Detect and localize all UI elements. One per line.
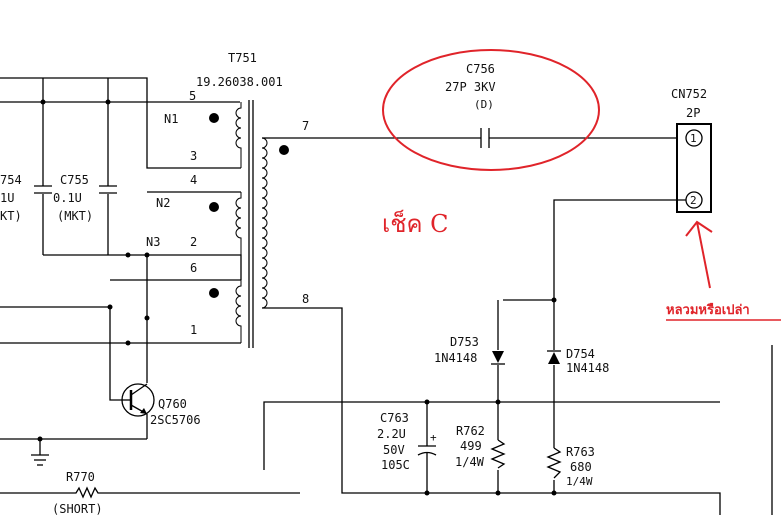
- c763-voltage: 50V: [383, 443, 405, 457]
- connector-cn752: CN752 2P 1 2: [671, 87, 712, 213]
- n1-label: N1: [164, 112, 178, 126]
- check-c-annotation: เช็ค C: [382, 209, 449, 238]
- r762-power: 1/4W: [455, 455, 485, 469]
- cn752-pin2: 2: [690, 194, 697, 207]
- r762-ref: R762: [456, 424, 485, 438]
- r770-ref: R770: [66, 470, 95, 484]
- c755-ref: C755: [60, 173, 89, 187]
- pin8-label: 8: [302, 292, 309, 306]
- pin6-label: 6: [190, 261, 197, 275]
- r763-ref: R763: [566, 445, 595, 459]
- c763-temp: 105C: [381, 458, 410, 472]
- r763-value: 680: [570, 460, 592, 474]
- cn752-size: 2P: [686, 106, 700, 120]
- transformer-t751: T751 19.26038.001 5 N1 3 4 N2 N3 2 6 1 7…: [146, 51, 721, 515]
- r770-note: (SHORT): [52, 502, 103, 515]
- c754-type: KT): [0, 209, 22, 223]
- c756-type: (D): [474, 98, 494, 111]
- c754-ref: 754: [0, 173, 22, 187]
- r763-power: 1/4W: [566, 475, 593, 488]
- capacitor-c756: C756 27P 3KV (D): [270, 49, 680, 171]
- arrow-up-icon: [685, 220, 713, 289]
- pin5-label: 5: [189, 89, 196, 103]
- transistor-q760: Q760 2SC5706: [121, 383, 201, 427]
- q760-ref: Q760: [158, 397, 187, 411]
- n3-label: N3: [146, 235, 160, 249]
- d754-part: 1N4148: [566, 361, 609, 375]
- cn752-ref: CN752: [671, 87, 707, 101]
- c763-ref: C763: [380, 411, 409, 425]
- t751-part: 19.26038.001: [196, 75, 283, 89]
- pin7-label: 7: [302, 119, 309, 133]
- left-wiring: [0, 77, 242, 442]
- pin4-label: 4: [190, 173, 197, 187]
- pin3-label: 3: [190, 149, 197, 163]
- pin2-label: 2: [190, 235, 197, 249]
- capacitor-c754: 754 1U KT): [0, 173, 52, 223]
- t751-ref: T751: [228, 51, 257, 65]
- n2-label: N2: [156, 196, 170, 210]
- highlight-ellipse: [382, 49, 600, 171]
- annotations: เช็ค C หลวมหรือเปล่า: [382, 209, 781, 321]
- c755-value: 0.1U: [53, 191, 82, 205]
- c763-plus: +: [430, 431, 437, 444]
- c754-value: 1U: [0, 191, 14, 205]
- capacitor-c755: C755 0.1U (MKT): [53, 173, 117, 223]
- resistor-r763: R763 680 1/4W: [546, 445, 595, 488]
- q760-part: 2SC5706: [150, 413, 201, 427]
- capacitor-c763: + C763 2.2U 50V 105C: [377, 402, 437, 493]
- c756-value: 27P 3KV: [445, 80, 496, 94]
- pin1-label: 1: [190, 323, 197, 337]
- resistor-r770: R770 (SHORT): [0, 470, 300, 515]
- c756-ref: C756: [466, 62, 495, 76]
- resistor-r762: R762 499 1/4W: [455, 424, 506, 469]
- c755-type: (MKT): [57, 209, 93, 223]
- ground-icon: [31, 439, 49, 466]
- d754-ref: D754: [566, 347, 595, 361]
- diode-d753: D753 1N4148: [434, 335, 505, 365]
- cn752-pin1: 1: [690, 132, 697, 145]
- d753-ref: D753: [450, 335, 479, 349]
- diode-d754: D754 1N4148: [547, 347, 609, 375]
- leak-note-annotation: หลวมหรือเปล่า: [666, 302, 750, 318]
- right-wiring: [263, 199, 773, 515]
- c763-value: 2.2U: [377, 427, 406, 441]
- d753-part: 1N4148: [434, 351, 477, 365]
- r762-value: 499: [460, 439, 482, 453]
